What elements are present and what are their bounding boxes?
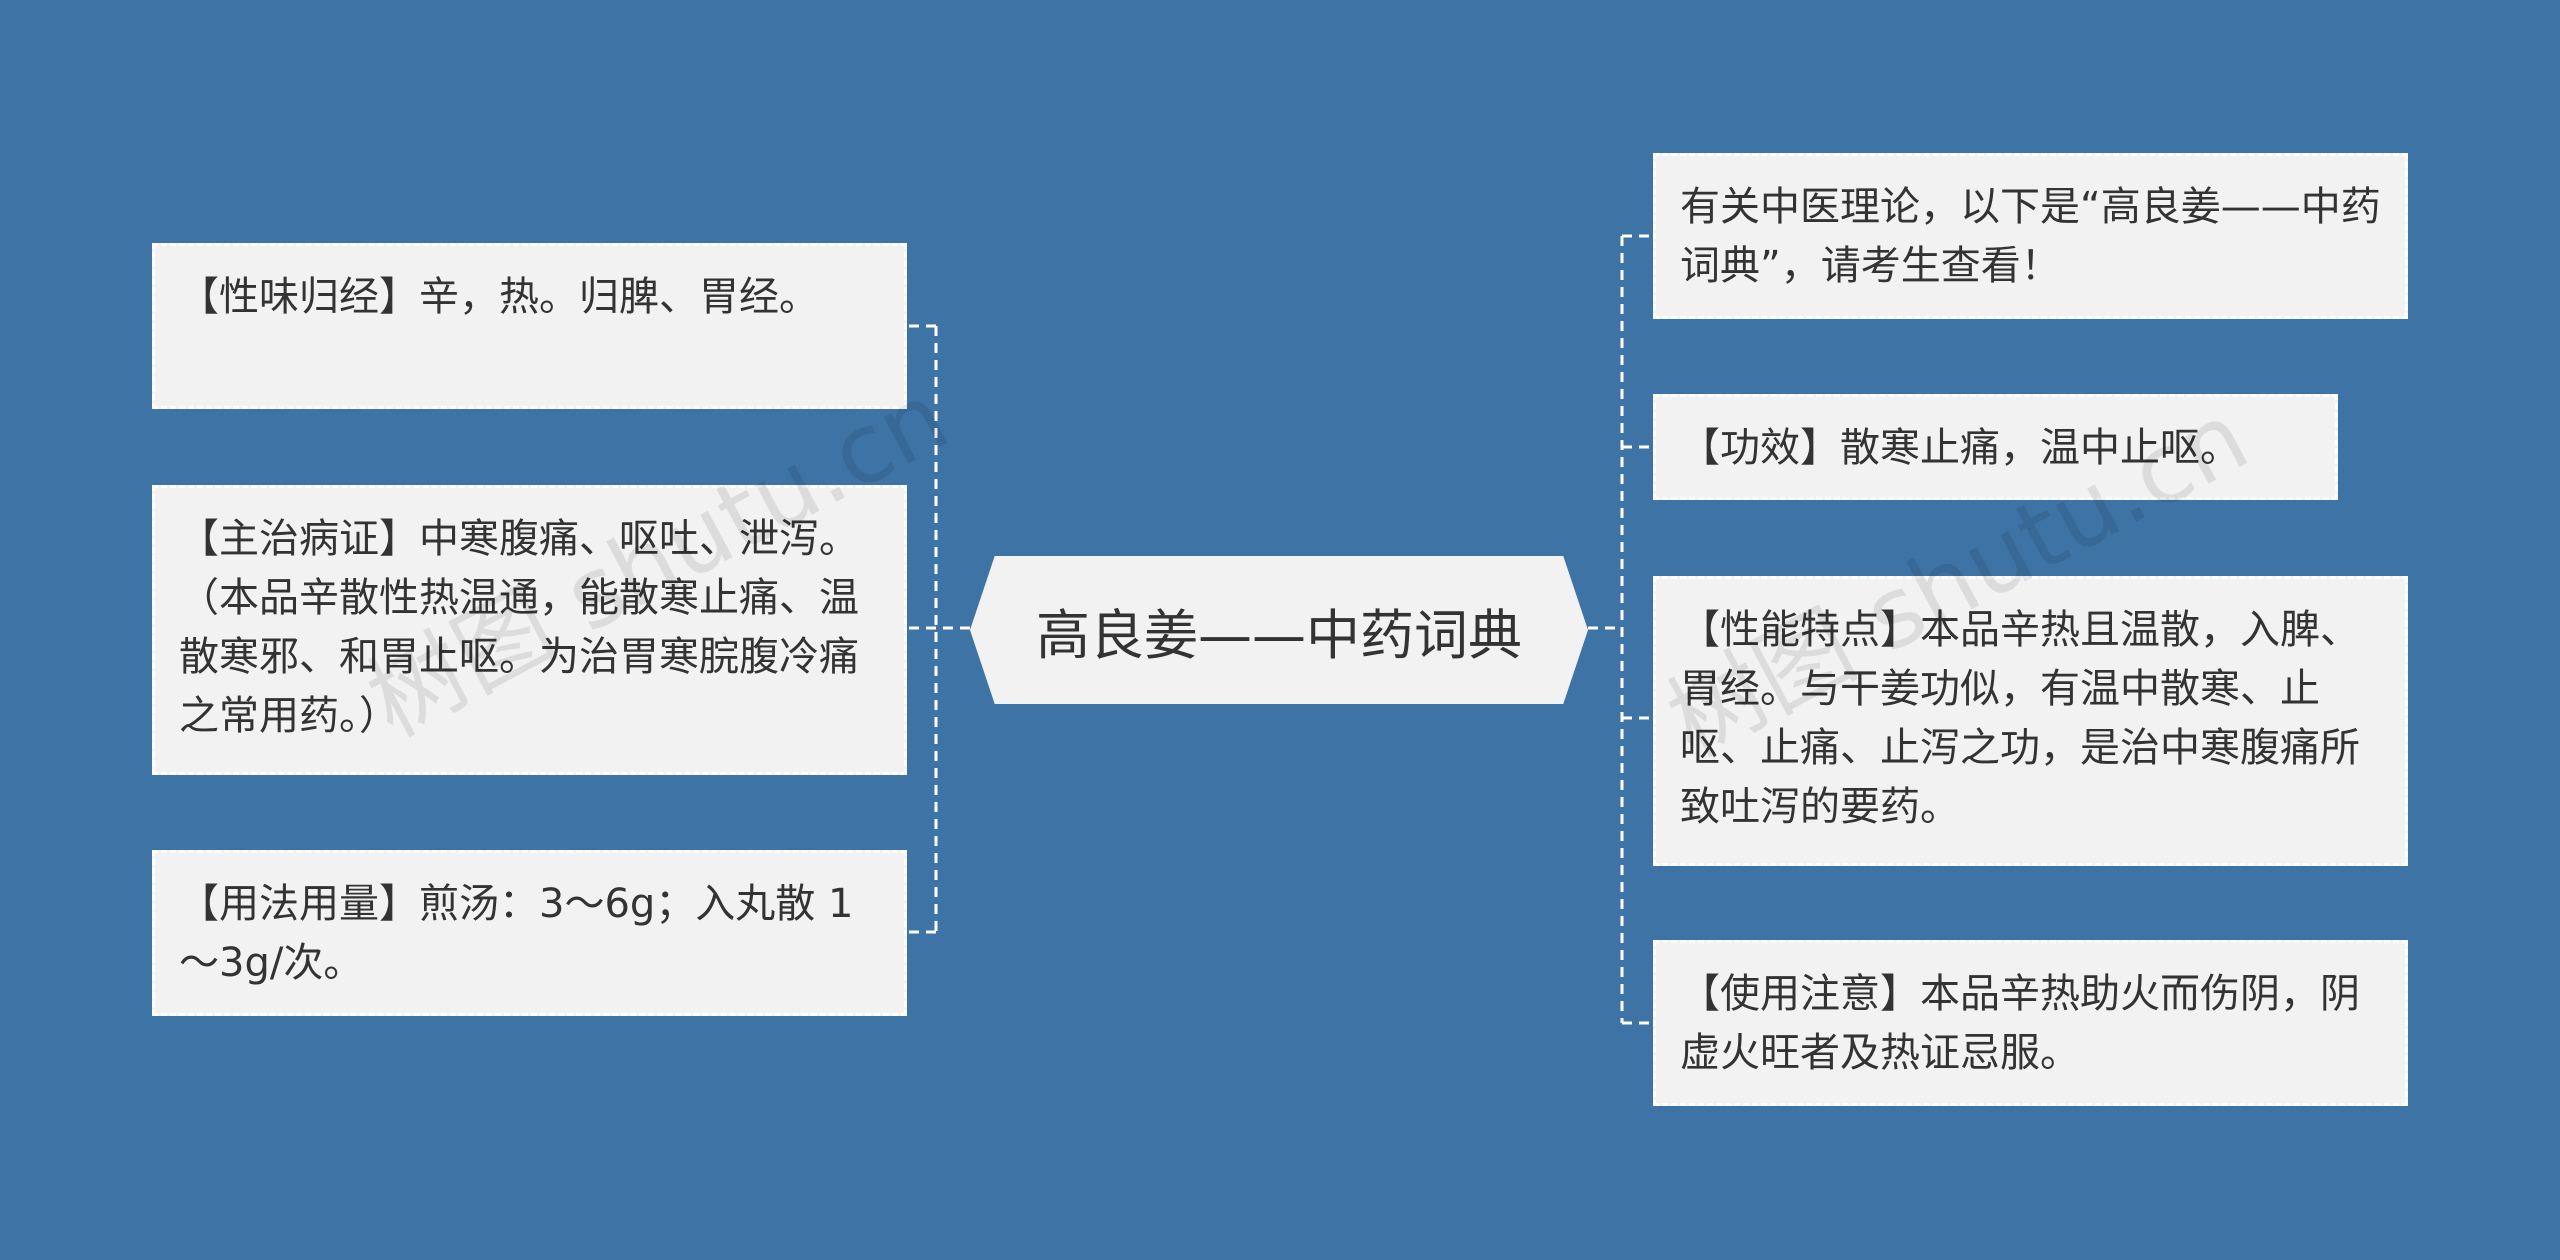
left-branch-label: 【性味归经】辛，热。归脾、胃经。 — [179, 274, 819, 320]
right-branch-node-precautions[interactable]: 【使用注意】本品辛热助火而伤阴，阴虚火旺者及热证忌服。 — [1653, 940, 2408, 1106]
left-branch-node-dosage[interactable]: 【用法用量】煎汤：3～6g；入丸散 1～3g/次。 — [152, 850, 907, 1016]
left-branch-node-properties[interactable]: 【性味归经】辛，热。归脾、胃经。 — [152, 243, 907, 409]
left-branch-label: 【主治病证】中寒腹痛、呕吐、泄泻。（本品辛散性热温通，能散寒止痛、温散寒邪、和胃… — [179, 516, 859, 739]
right-branch-node-intro[interactable]: 有关中医理论，以下是“高良姜——中药词典”，请考生查看！ — [1653, 153, 2408, 319]
right-branch-label: 【性能特点】本品辛热且温散，入脾、胃经。与干姜功似，有温中散寒、止呕、止痛、止泻… — [1680, 607, 2360, 830]
central-topic-node[interactable]: 高良姜——中药词典 — [970, 556, 1588, 704]
right-branch-label: 【使用注意】本品辛热助火而伤阴，阴虚火旺者及热证忌服。 — [1680, 971, 2360, 1076]
right-branch-label: 【功效】散寒止痛，温中止呕。 — [1680, 425, 2240, 471]
left-branch-label: 【用法用量】煎汤：3～6g；入丸散 1～3g/次。 — [179, 881, 854, 986]
right-branch-node-characteristics[interactable]: 【性能特点】本品辛热且温散，入脾、胃经。与干姜功似，有温中散寒、止呕、止痛、止泻… — [1653, 576, 2408, 866]
central-topic-label: 高良姜——中药词典 — [1036, 603, 1522, 667]
right-branch-node-efficacy[interactable]: 【功效】散寒止痛，温中止呕。 — [1653, 394, 2338, 500]
right-branch-label: 有关中医理论，以下是“高良姜——中药词典”，请考生查看！ — [1680, 184, 2381, 289]
left-branch-node-indications[interactable]: 【主治病证】中寒腹痛、呕吐、泄泻。（本品辛散性热温通，能散寒止痛、温散寒邪、和胃… — [152, 485, 907, 775]
